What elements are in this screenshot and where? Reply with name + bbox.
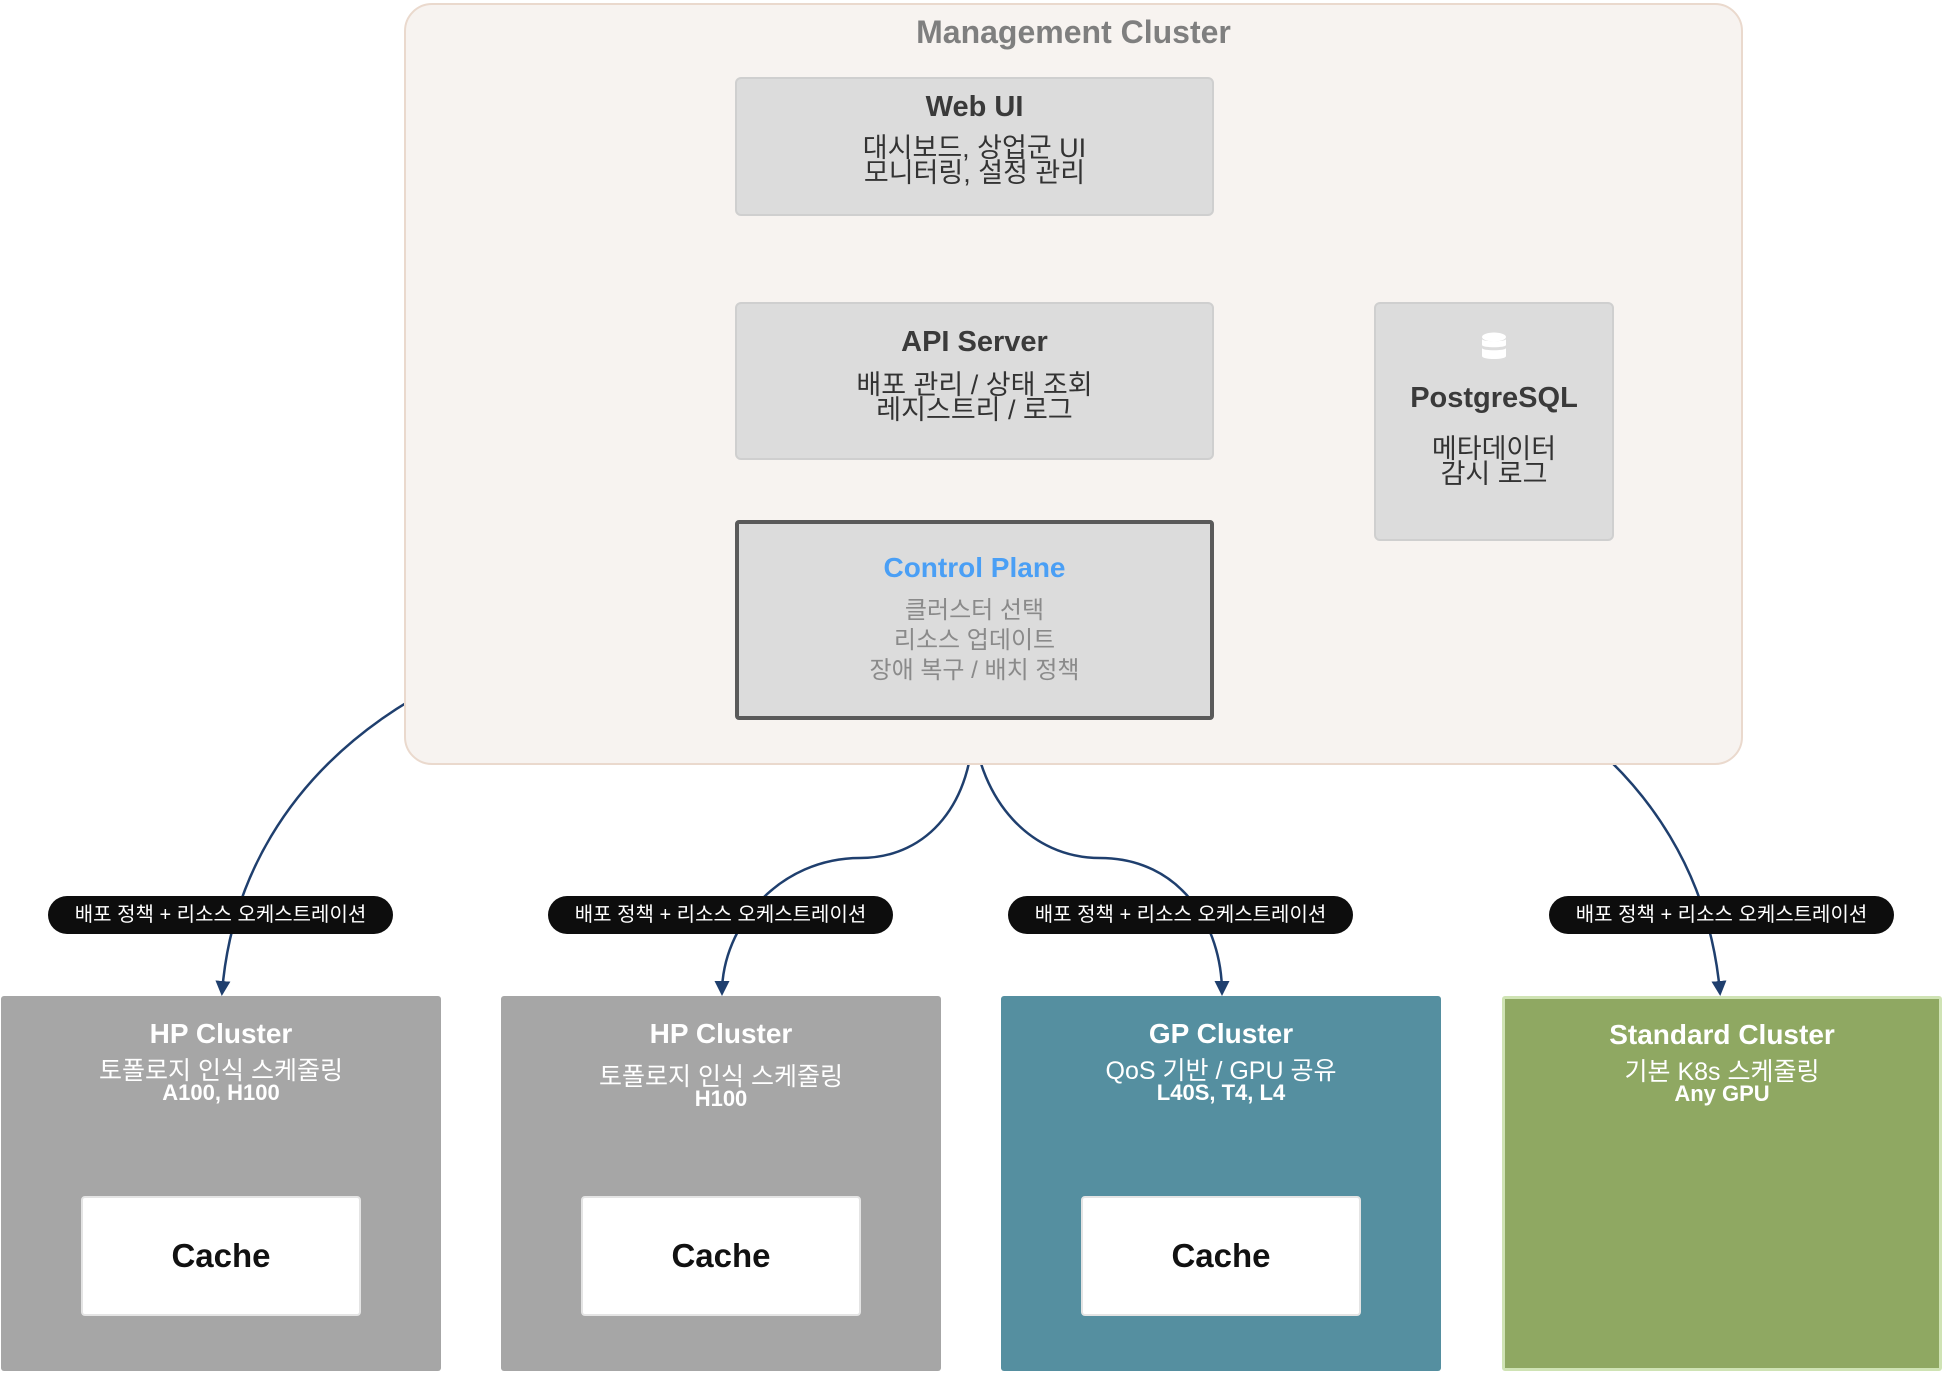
cache-box: Cache xyxy=(1081,1196,1361,1316)
api-server-line1: 배포 관리 / 상태 조회 xyxy=(856,370,1093,400)
postgres-title: PostgreSQL xyxy=(1410,382,1578,414)
cluster-desc: 토폴로지 인식 스케줄링 xyxy=(599,1063,843,1091)
api-server-line2: 레지스트리 / 로그 xyxy=(876,395,1073,425)
postgres-line2: 감시 로그 xyxy=(1440,459,1548,489)
postgres-box: PostgreSQL 메타데이터 감시 로그 xyxy=(1374,302,1614,541)
web-ui-title: Web UI xyxy=(925,91,1024,123)
cluster-title: HP Cluster xyxy=(149,1018,293,1049)
cluster-desc: 토폴로지 인식 스케줄링 xyxy=(99,1057,343,1085)
edge-label-3: 배포 정책 + 리소스 오케스트레이션 xyxy=(1008,896,1353,934)
edge-label-1: 배포 정책 + 리소스 오케스트레이션 xyxy=(48,896,393,934)
postgres-line1: 메타데이터 xyxy=(1431,434,1557,464)
control-plane-line3: 장애 복구 / 배치 정책 xyxy=(869,657,1080,684)
api-server-title: API Server xyxy=(901,326,1048,358)
control-plane-line2: 리소스 업데이트 xyxy=(893,627,1056,654)
cluster-desc: 기본 K8s 스케줄링 xyxy=(1624,1058,1820,1086)
cluster-desc: QoS 기반 / GPU 공유 xyxy=(1105,1057,1337,1085)
cluster-gp: GP Cluster QoS 기반 / GPU 공유 L40S, T4, L4 … xyxy=(1001,996,1441,1371)
cluster-gpu: H100 xyxy=(694,1086,748,1111)
cache-box: Cache xyxy=(81,1196,361,1316)
control-plane-title: Control Plane xyxy=(883,552,1066,583)
cluster-hp-2: HP Cluster 토폴로지 인식 스케줄링 H100 Cache xyxy=(501,996,941,1371)
cluster-title: Standard Cluster xyxy=(1609,1019,1835,1050)
cache-box: Cache xyxy=(581,1196,861,1316)
control-plane-box: Control Plane 클러스터 선택 리소스 업데이트 장애 복구 / 배… xyxy=(735,520,1214,720)
edge-label-2: 배포 정책 + 리소스 오케스트레이션 xyxy=(548,896,893,934)
cluster-title: GP Cluster xyxy=(1148,1018,1294,1049)
web-ui-line2: 모니터링, 설정 관리 xyxy=(863,158,1086,188)
api-server-box: API Server 배포 관리 / 상태 조회 레지스트리 / 로그 xyxy=(735,302,1214,460)
control-plane-line1: 클러스터 선택 xyxy=(904,597,1045,624)
cluster-gpu: L40S, T4, L4 xyxy=(1156,1080,1286,1105)
management-cluster-title: Management Cluster xyxy=(916,14,1231,50)
edge-label-4: 배포 정책 + 리소스 오케스트레이션 xyxy=(1549,896,1894,934)
cluster-gpu: Any GPU xyxy=(1674,1081,1770,1106)
cluster-gpu: A100, H100 xyxy=(162,1080,280,1105)
web-ui-line1: 대시보드, 상업군 UI xyxy=(862,133,1087,163)
database-icon xyxy=(1481,332,1507,362)
cluster-title: HP Cluster xyxy=(649,1018,793,1049)
cluster-standard: Standard Cluster 기본 K8s 스케줄링 Any GPU xyxy=(1502,996,1942,1371)
web-ui-box: Web UI 대시보드, 상업군 UI 모니터링, 설정 관리 xyxy=(735,77,1214,216)
cluster-hp-1: HP Cluster 토폴로지 인식 스케줄링 A100, H100 Cache xyxy=(1,996,441,1371)
